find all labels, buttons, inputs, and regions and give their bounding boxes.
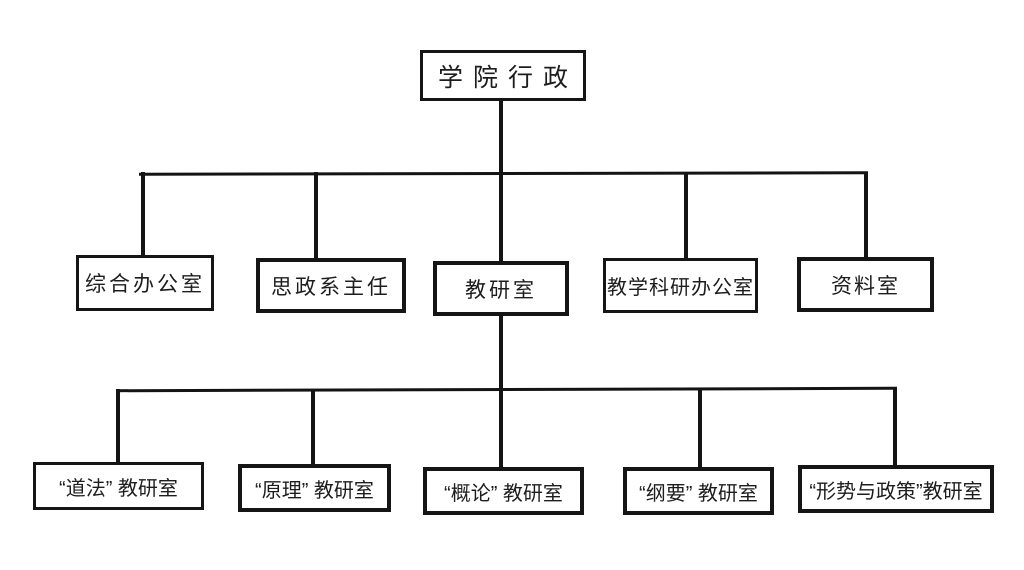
org-node-label: “纲要” 教研室: [639, 482, 758, 505]
org-node-daofa-section: “道法” 教研室: [33, 462, 204, 510]
connector-jiaoyanshi-stem: [499, 314, 503, 469]
connector-drop-teaching-research-office: [684, 172, 688, 260]
org-node-label: 综合办公室: [85, 273, 205, 296]
connector-drop-daofa: [116, 389, 120, 464]
org-node-ideological-political-dept-director: 思政系主任: [256, 258, 406, 313]
connector-level2-bus: [138, 171, 869, 176]
org-node-label: “形势与政策”教研室: [809, 480, 983, 503]
org-node-label: 思政系主任: [271, 275, 391, 299]
org-node-label: 学院行政: [437, 63, 578, 92]
org-node-gangyao-section: “纲要” 教研室: [623, 467, 774, 515]
org-node-label: “原理” 教研室: [255, 479, 374, 502]
org-node-label: 教研室: [465, 278, 537, 302]
connector-drop-reference-room: [864, 172, 868, 259]
connector-drop-yuanli: [311, 389, 315, 466]
org-node-label: “道法” 教研室: [59, 477, 178, 500]
connector-drop-general-office: [141, 172, 145, 257]
connector-drop-gangyao: [698, 389, 702, 469]
org-node-teaching-research-section: 教研室: [433, 261, 569, 316]
org-node-yuanli-section: “原理” 教研室: [238, 464, 391, 512]
org-node-general-office: 综合办公室: [76, 255, 214, 311]
connector-drop-xingshi-zhengce: [893, 389, 897, 467]
org-node-label: 资料室: [831, 274, 900, 298]
org-node-xingshi-zhengce-section: “形势与政策”教研室: [798, 465, 994, 513]
connector-drop-szx-director: [314, 172, 318, 260]
org-node-teaching-scientific-research-office: 教学科研办公室: [603, 258, 758, 313]
connector-root-stem: [499, 100, 503, 263]
org-node-gailun-section: “概论” 教研室: [423, 467, 584, 515]
connector-level3-bus: [115, 386, 898, 393]
org-node-college-administration: 学院行政: [420, 50, 586, 101]
org-node-reference-room: 资料室: [797, 257, 934, 312]
org-node-label: 教学科研办公室: [607, 277, 754, 299]
org-node-label: “概论” 教研室: [444, 482, 563, 505]
